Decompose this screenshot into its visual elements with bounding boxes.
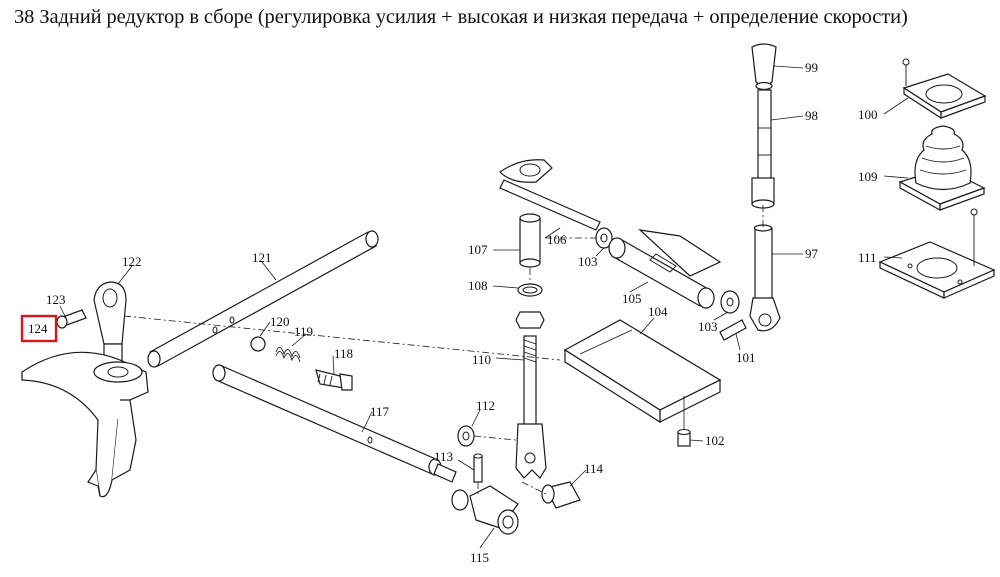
part-117-shaft (212, 364, 457, 483)
callout-118: 118 (334, 346, 353, 361)
part-124-fork (21, 351, 149, 498)
callout-98: 98 (805, 108, 818, 123)
part-107-pin (519, 213, 541, 268)
part-106-shaft (499, 159, 601, 231)
callout-108: 108 (468, 278, 488, 293)
callout-102: 102 (705, 433, 725, 448)
part-99-knob (751, 43, 777, 91)
part-113-pin (473, 453, 483, 483)
callout-114: 114 (584, 461, 604, 476)
highlight-box (20, 314, 58, 343)
part-109-boot (898, 125, 986, 212)
callout-97: 97 (805, 246, 819, 261)
callout-124: 124 (28, 321, 48, 336)
part-108-ring (515, 283, 545, 329)
part-98-lever (751, 89, 775, 209)
callout-105: 105 (622, 291, 642, 306)
part-105-tube (608, 229, 722, 309)
callout-106: 106 (547, 232, 567, 247)
callout-101: 101 (736, 350, 756, 365)
callout-labels: 99 98 100 109 111 97 106 107 103 108 105… (28, 60, 878, 565)
part-119-spring (275, 347, 301, 363)
callout-104: 104 (648, 304, 668, 319)
part-118-bolt (315, 369, 353, 391)
callout-100: 100 (858, 107, 878, 122)
part-115-block (451, 485, 519, 535)
part-102-bolt (677, 429, 691, 447)
callout-113: 113 (434, 449, 453, 464)
diagram-title: 38 Задний редуктор в сборе (регулировка … (14, 6, 908, 28)
callout-109: 109 (858, 169, 878, 184)
callout-123: 123 (46, 292, 66, 307)
callout-103-upper: 103 (578, 254, 598, 269)
part-101-pin (719, 319, 747, 341)
callout-99: 99 (805, 60, 818, 75)
callout-115: 115 (470, 550, 489, 565)
part-123-screw (56, 309, 87, 329)
part-122-eye-bolt (93, 281, 127, 363)
part-111-plate (878, 208, 996, 299)
callout-117: 117 (370, 404, 390, 419)
part-100-plate (902, 58, 987, 120)
part-97-lower-lever (749, 224, 781, 332)
callout-121: 121 (252, 250, 272, 265)
callout-120: 120 (270, 314, 290, 329)
callout-122: 122 (122, 254, 142, 269)
callout-112: 112 (476, 398, 495, 413)
part-112-washer (457, 425, 475, 447)
part-110-rod (515, 335, 547, 479)
part-114-pin (541, 481, 581, 509)
part-104-bracket (563, 319, 722, 430)
callout-119: 119 (294, 324, 313, 339)
callout-leaders (59, 65, 909, 549)
callout-107: 107 (468, 242, 488, 257)
callout-111: 111 (858, 250, 877, 265)
part-121-shaft (147, 230, 379, 368)
part-120-ball (250, 336, 266, 352)
callout-110: 110 (472, 352, 491, 367)
callout-103-lower: 103 (698, 319, 718, 334)
part-103-bushing-lower (720, 290, 740, 314)
